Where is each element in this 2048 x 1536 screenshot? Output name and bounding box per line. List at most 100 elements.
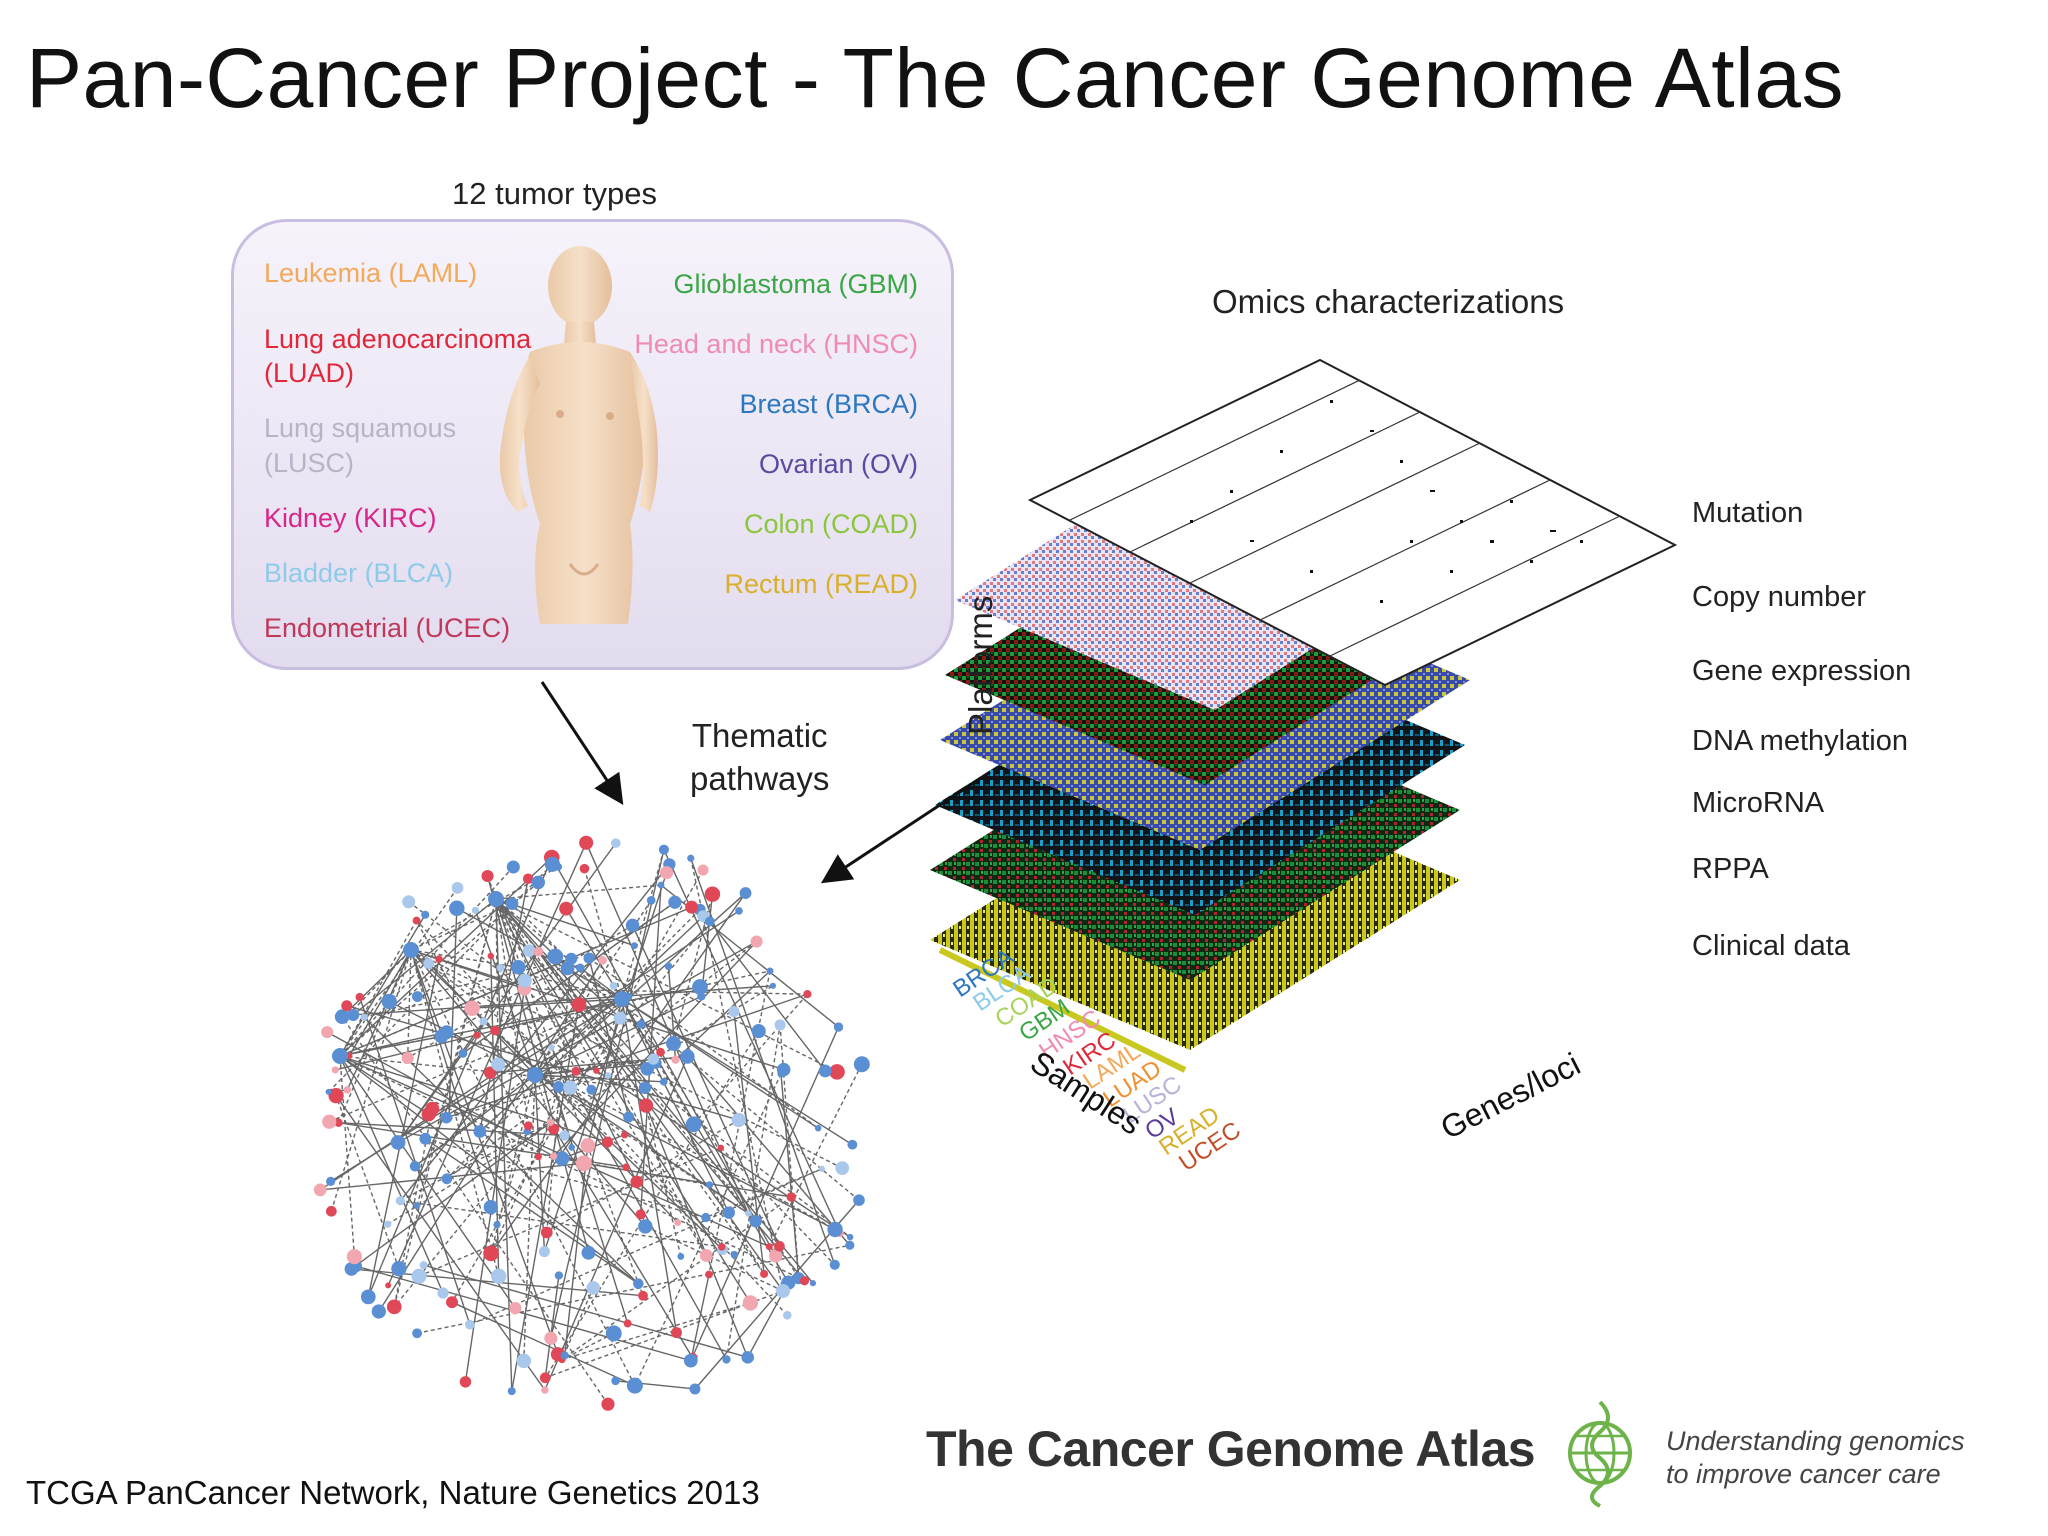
network-node	[846, 1233, 854, 1241]
network-node	[683, 1353, 698, 1368]
network-edge	[387, 985, 774, 1225]
network-edge	[415, 920, 528, 1132]
network-node	[547, 948, 564, 965]
network-edge	[339, 1055, 430, 1115]
network-node	[598, 956, 607, 965]
network-node	[509, 1302, 522, 1315]
network-edge	[768, 1063, 863, 1247]
network-node	[687, 854, 695, 862]
network-node	[395, 1196, 405, 1206]
network-node	[621, 1131, 629, 1139]
network-node	[459, 1376, 472, 1388]
network-node	[507, 1387, 516, 1396]
network-edge	[339, 1055, 639, 1285]
network-edge	[561, 1196, 792, 1361]
network-node	[835, 1161, 850, 1175]
network-node	[548, 1044, 555, 1051]
network-node	[465, 1319, 475, 1330]
network-edge	[534, 960, 604, 1076]
network-edge	[631, 925, 781, 1247]
arrow-tumors-to-network	[540, 681, 624, 806]
layer-label-rppa: RPPA	[1692, 853, 1769, 885]
network-node	[435, 955, 443, 963]
network-node	[493, 1220, 501, 1229]
network-node	[799, 1276, 810, 1286]
network-node	[522, 873, 534, 884]
network-node	[847, 1139, 858, 1150]
network-edge	[511, 1004, 580, 1392]
network-node	[326, 1176, 336, 1187]
network-edge	[424, 1138, 639, 1285]
network-edge	[534, 1074, 679, 1224]
layer-label-mutation: Mutation	[1692, 497, 1804, 529]
network-node	[622, 1163, 630, 1172]
network-edge	[410, 949, 525, 990]
network-node	[540, 1226, 553, 1239]
network-edge	[486, 875, 644, 1296]
network-node	[554, 1271, 564, 1280]
network-edge	[330, 949, 412, 1212]
network-edge	[339, 920, 418, 1057]
network-edge	[495, 898, 530, 1126]
network-node	[647, 1053, 660, 1065]
omics-layer-stack	[930, 358, 1678, 1073]
network-edge	[588, 957, 819, 1129]
network-node	[473, 1031, 481, 1039]
network-node	[334, 1009, 350, 1025]
network-node	[845, 1240, 855, 1250]
network-node	[421, 1107, 436, 1122]
network-edge	[523, 1074, 536, 1361]
network-node	[704, 916, 715, 927]
network-node	[496, 963, 505, 972]
network-node	[579, 863, 590, 874]
network-node	[419, 1261, 428, 1270]
network-node	[385, 1282, 392, 1289]
network-node	[483, 1245, 499, 1262]
tumor-types-heading: 12 tumor types	[452, 176, 658, 211]
network-edge	[544, 1030, 760, 1379]
network-node	[334, 1118, 343, 1127]
network-node	[575, 1155, 592, 1172]
network-edge	[495, 898, 638, 1183]
network-edge	[408, 901, 851, 1238]
network-node	[704, 886, 721, 902]
network-node	[552, 1081, 565, 1093]
network-edge	[410, 903, 513, 951]
network-edge	[351, 1121, 551, 1270]
network-node	[586, 1281, 601, 1295]
network-edge	[348, 949, 412, 1057]
network-edge	[339, 1055, 805, 1282]
network-edge	[690, 858, 836, 1265]
network-edge	[495, 898, 838, 1073]
network-edge	[690, 1026, 840, 1361]
network-node	[522, 944, 536, 957]
network-node	[402, 895, 416, 909]
network-edge	[640, 1023, 800, 1279]
network-hub-node	[527, 1067, 543, 1083]
tcga-logo-text: The Cancer Genome Atlas	[926, 1421, 1536, 1477]
network-edge	[474, 910, 536, 1076]
network-edge	[495, 898, 577, 1072]
network-node	[742, 1295, 759, 1311]
network-edge	[621, 998, 819, 1129]
network-node	[657, 881, 665, 889]
network-node	[458, 1048, 468, 1058]
network-node	[680, 1049, 695, 1064]
network-node	[689, 1383, 701, 1395]
network-node	[626, 1377, 643, 1394]
network-node	[692, 979, 708, 995]
network-edge	[400, 1200, 722, 1248]
network-node	[638, 1290, 648, 1301]
network-node	[580, 1138, 596, 1153]
network-edge	[690, 1274, 710, 1361]
network-edge	[495, 898, 513, 1392]
network-node	[449, 900, 465, 917]
network-node	[613, 1011, 627, 1025]
network-node	[579, 835, 594, 850]
network-node	[604, 1072, 612, 1079]
network-node	[484, 1066, 497, 1080]
network-node	[538, 1246, 550, 1258]
network-node	[583, 952, 595, 964]
network-node	[674, 1219, 682, 1227]
tumor-label-blca: Bladder (BLCA)	[264, 558, 454, 588]
